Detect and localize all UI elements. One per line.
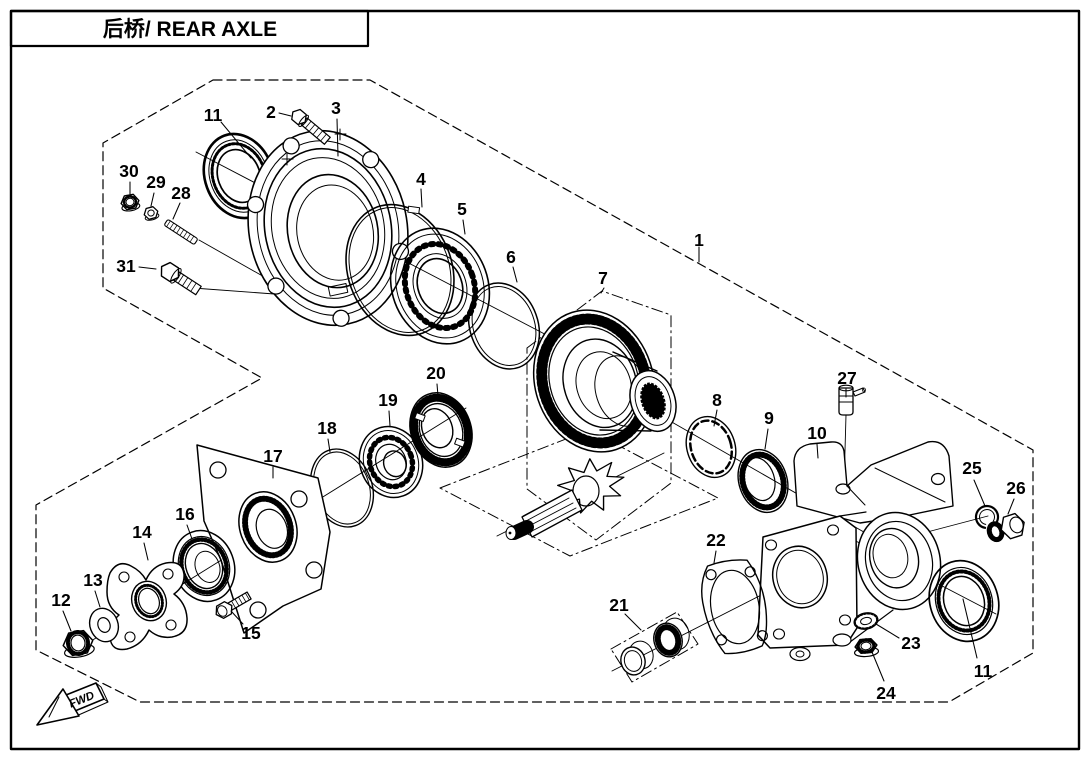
- callout-26: 26: [1006, 478, 1026, 498]
- callout-18: 18: [317, 418, 337, 438]
- part-7-pinion-shaft: [505, 458, 625, 540]
- callout-23: 23: [901, 633, 921, 653]
- part-12-flange-nut: [62, 629, 95, 658]
- part-7-ring-gear: [532, 309, 677, 453]
- callout-22: 22: [706, 530, 726, 550]
- part-21-bushings: [620, 617, 690, 676]
- callout-28: 28: [171, 183, 191, 203]
- callout-8: 8: [712, 390, 722, 410]
- callout-11-bottom: 11: [974, 661, 993, 681]
- callout-5: 5: [457, 199, 467, 219]
- callout-leader-lines: [62, 112, 1015, 682]
- callout-11-top: 11: [204, 105, 223, 125]
- part-23-washer: [853, 612, 879, 630]
- part-6-o-ring: [467, 282, 541, 370]
- callout-12: 12: [51, 590, 71, 610]
- part-28-stud: [164, 219, 198, 245]
- fwd-arrow-icon: FWD: [36, 682, 109, 726]
- callout-17: 17: [263, 446, 282, 466]
- callout-13: 13: [83, 570, 103, 590]
- assembly-boundary: [35, 79, 1034, 703]
- callout-27: 27: [837, 368, 856, 388]
- callout-16: 16: [175, 504, 195, 524]
- part-24-nut: [853, 637, 880, 658]
- part-11-seal-bottom: [928, 559, 1000, 643]
- callout-3: 3: [331, 98, 341, 118]
- part-19-bearing: [358, 425, 424, 499]
- part-8-shim: [685, 415, 737, 479]
- callout-20: 20: [426, 363, 446, 383]
- part-26-plug-bolt: [986, 512, 1025, 543]
- callout-14: 14: [132, 522, 152, 542]
- part-15-bolt: [215, 591, 252, 619]
- part-14-hub-flange: [106, 561, 188, 651]
- callout-30: 30: [119, 161, 139, 181]
- callout-21: 21: [609, 595, 629, 615]
- part-27-breather: [838, 384, 866, 416]
- callout-19: 19: [378, 390, 398, 410]
- callout-24: 24: [876, 683, 896, 703]
- part-25-snap-ring: [974, 504, 1000, 530]
- callout-6: 6: [506, 247, 516, 267]
- callout-2: 2: [266, 102, 276, 122]
- page-border: [9, 9, 1081, 751]
- callout-29: 29: [146, 172, 166, 192]
- callout-31: 31: [116, 256, 136, 276]
- alignment-cross-marks: [281, 128, 347, 166]
- callout-9: 9: [764, 408, 774, 428]
- part-9-needle-bearing: [737, 448, 789, 514]
- part-5-bearing: [389, 227, 491, 345]
- part-17-carrier-plate: [196, 444, 331, 634]
- part-29-nut: [143, 206, 160, 221]
- part-10-housing: [757, 440, 954, 662]
- part-2-bolt: [291, 108, 331, 145]
- callout-7: 7: [598, 268, 608, 288]
- callout-1: 1: [694, 230, 704, 250]
- part-20-lock-nut: [409, 392, 473, 468]
- callout-10: 10: [807, 423, 827, 443]
- part-13-washer: [88, 607, 120, 643]
- callout-4: 4: [416, 169, 426, 189]
- title-box: [9, 9, 370, 48]
- callout-25: 25: [962, 458, 982, 478]
- callout-15: 15: [241, 623, 261, 643]
- subassembly-box-bushing: [610, 611, 699, 683]
- part-3-bearing-cover: [246, 128, 410, 327]
- part-30-nut: [120, 193, 141, 212]
- part-22-gasket: [701, 559, 768, 655]
- page-title: 后桥/ REAR AXLE: [103, 17, 277, 41]
- part-31-bolt: [160, 261, 202, 296]
